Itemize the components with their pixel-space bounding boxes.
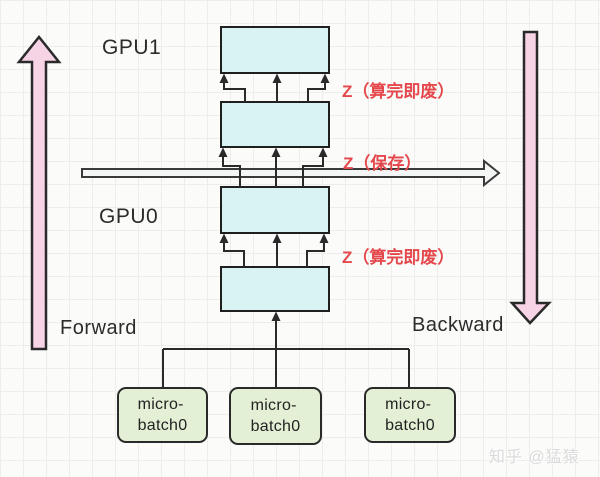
watermark: 知乎 @猛猿: [489, 449, 580, 466]
save-z-arrow: [81, 158, 501, 188]
backward-arrow: [509, 30, 552, 325]
gpu1-layer-box-bottom: [220, 101, 330, 148]
gpu0-layer-box-top: [220, 186, 330, 234]
micro-batch-box-2: micro- batch0: [229, 387, 322, 445]
micro-batch-box-3: micro- batch0: [364, 387, 456, 443]
gpu1-internal-connectors: [223, 82, 326, 102]
microbatch-feed-arrowhead: [271, 311, 281, 321]
z-save-annotation: Z（保存）: [343, 154, 422, 173]
forward-label: Forward: [60, 317, 137, 339]
micro-batch-box-1: micro- batch0: [117, 387, 208, 443]
forward-arrow: [16, 34, 62, 351]
gpu0-internal-arrowheads: [219, 233, 329, 243]
gpu1-layer-box-top: [220, 26, 330, 74]
gpu1-internal-arrowheads: [219, 73, 330, 83]
microbatch-feed-lines: [162, 320, 410, 387]
micro-batch-label: micro- batch0: [385, 396, 435, 434]
gpu0-layer-box-bottom: [220, 266, 330, 312]
micro-batch-label: micro- batch0: [137, 396, 188, 434]
inter-gpu-arrowheads: [218, 147, 328, 157]
inter-gpu-connectors: [222, 157, 324, 187]
gpu1-label: GPU1: [102, 36, 162, 59]
backward-label: Backward: [412, 314, 504, 336]
gpu0-internal-connectors: [223, 243, 325, 267]
gpu0-label: GPU0: [99, 205, 159, 228]
micro-batch-label: micro- batch0: [250, 397, 301, 435]
z-discard-bottom-annotation: Z（算完即废）: [342, 248, 455, 267]
z-discard-top-annotation: Z（算完即废）: [342, 82, 455, 101]
